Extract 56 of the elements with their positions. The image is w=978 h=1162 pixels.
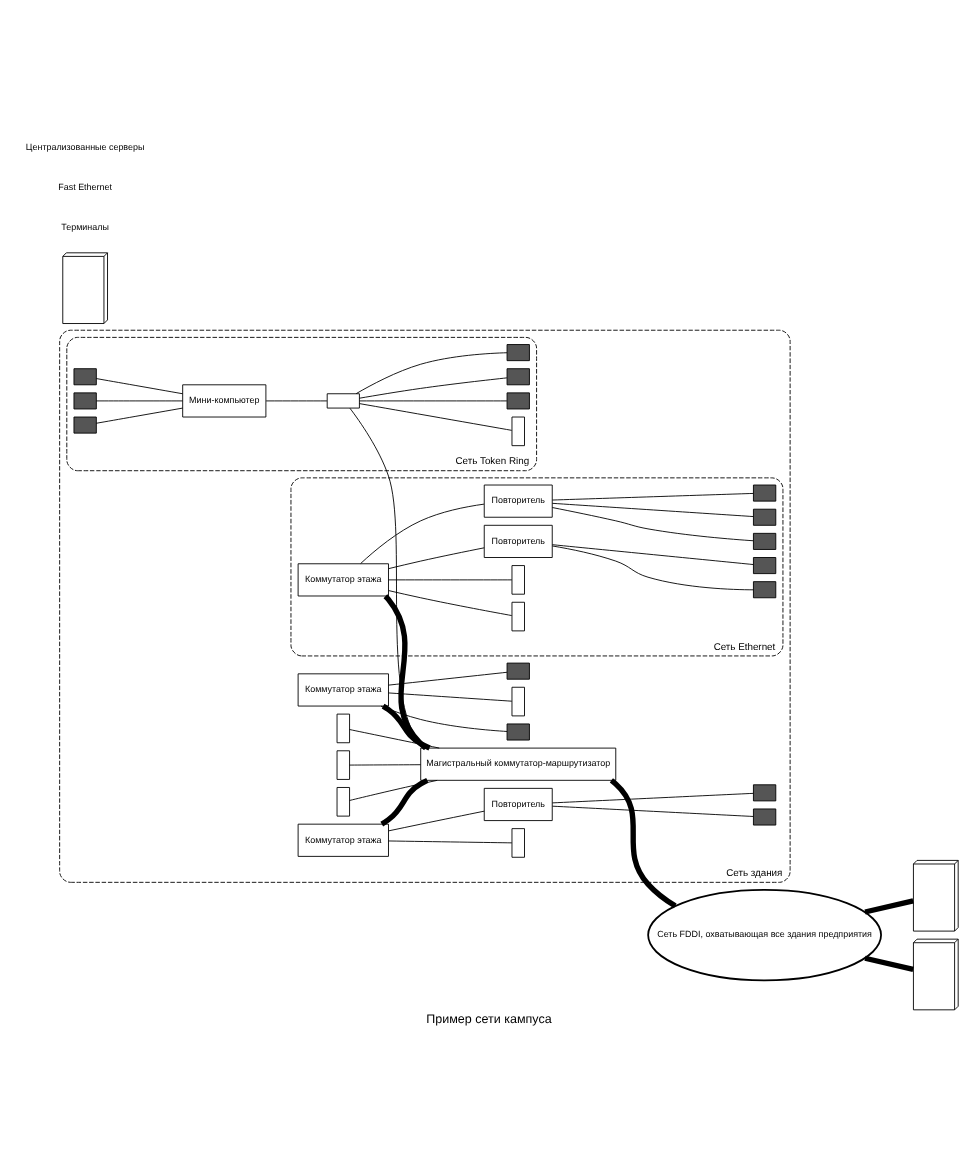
connector <box>388 547 485 570</box>
node-computer <box>752 784 777 802</box>
node-computer <box>506 392 530 410</box>
connector <box>380 778 429 827</box>
connector <box>388 579 513 581</box>
connector <box>358 377 508 399</box>
node-computer <box>73 392 97 410</box>
node-computer <box>506 723 530 741</box>
node-computer <box>506 368 530 386</box>
node-computer <box>506 662 530 680</box>
connector <box>388 590 513 616</box>
node-computer <box>752 532 777 550</box>
node-computer <box>73 368 97 386</box>
connector <box>551 545 754 591</box>
node-server <box>336 787 350 817</box>
node-server <box>511 828 525 858</box>
node-box <box>326 393 360 409</box>
node-computer <box>752 581 777 599</box>
node-server <box>336 713 350 744</box>
connector <box>551 502 754 517</box>
connector <box>381 703 431 751</box>
connector <box>360 503 485 564</box>
connector <box>388 810 485 832</box>
connector <box>551 805 754 817</box>
connector <box>864 955 914 973</box>
node-computer <box>752 484 777 502</box>
node-computer <box>752 508 777 526</box>
connector <box>359 403 513 431</box>
connector <box>388 671 508 686</box>
node-server <box>511 686 525 717</box>
connector <box>551 544 754 565</box>
connector <box>388 840 513 844</box>
connector <box>388 692 513 702</box>
node-server <box>511 416 525 447</box>
node-computer <box>506 344 530 362</box>
connector <box>383 594 428 751</box>
connector <box>95 378 184 395</box>
node-server <box>511 601 525 632</box>
node-server <box>336 750 350 780</box>
node-server <box>511 565 525 595</box>
node-computer <box>73 416 97 434</box>
connector <box>349 407 426 749</box>
connector <box>551 792 754 804</box>
node-computer <box>752 808 777 826</box>
connector <box>349 729 440 749</box>
connector <box>95 407 184 424</box>
connector <box>864 898 914 915</box>
node-computer <box>752 557 777 575</box>
connector <box>380 705 508 732</box>
connector <box>349 779 438 801</box>
connector <box>551 492 754 501</box>
connector <box>355 352 508 395</box>
connector <box>359 400 508 402</box>
connector <box>95 400 184 402</box>
connector <box>349 764 422 766</box>
connector <box>551 507 754 542</box>
